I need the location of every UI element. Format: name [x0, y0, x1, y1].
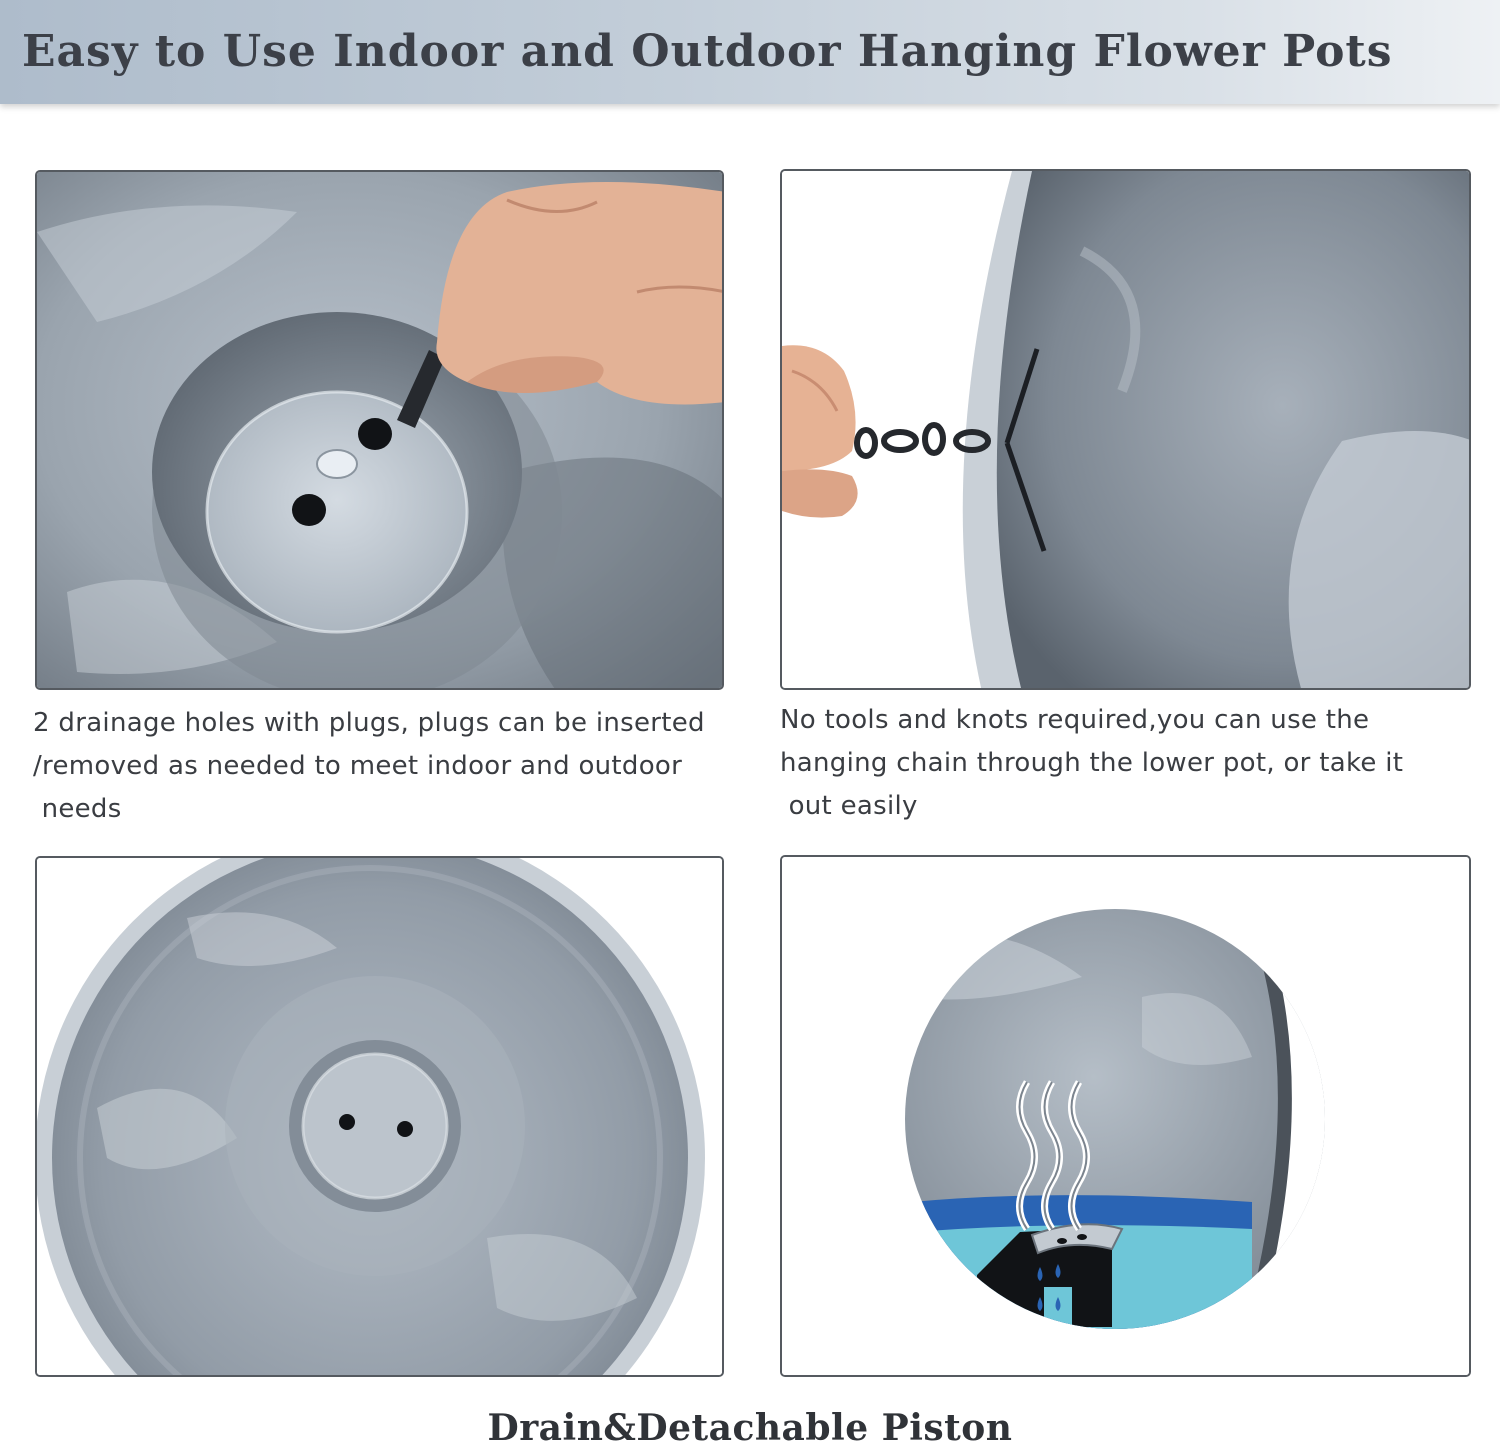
drainage-plug-illustration: [37, 172, 722, 688]
drain-piston-illustration: [782, 857, 1469, 1375]
caption-line: out easily: [780, 791, 918, 821]
caption-line: /removed as needed to meet indoor and ou…: [33, 751, 683, 781]
footer-title: Drain&Detachable Piston: [487, 1407, 1013, 1449]
pot-bottom-illustration: [37, 858, 722, 1375]
hanging-chain-photo: [780, 169, 1471, 690]
caption-line: No tools and knots required,you can use …: [780, 705, 1370, 735]
drain-piston-diagram: [780, 855, 1471, 1377]
drainage-caption: 2 drainage holes with plugs, plugs can b…: [33, 702, 705, 831]
pot-bottom-photo: [35, 856, 724, 1377]
hanging-chain-caption: No tools and knots required,you can use …: [780, 699, 1403, 828]
caption-line: 2 drainage holes with plugs, plugs can b…: [33, 708, 705, 738]
page-title: Easy to Use Indoor and Outdoor Hanging F…: [22, 26, 1393, 77]
caption-line: hanging chain through the lower pot, or …: [780, 748, 1404, 778]
caption-line: needs: [33, 794, 122, 824]
header-banner: Easy to Use Indoor and Outdoor Hanging F…: [0, 0, 1500, 104]
hanging-chain-illustration: [782, 171, 1469, 688]
drainage-plug-photo: [35, 170, 724, 690]
